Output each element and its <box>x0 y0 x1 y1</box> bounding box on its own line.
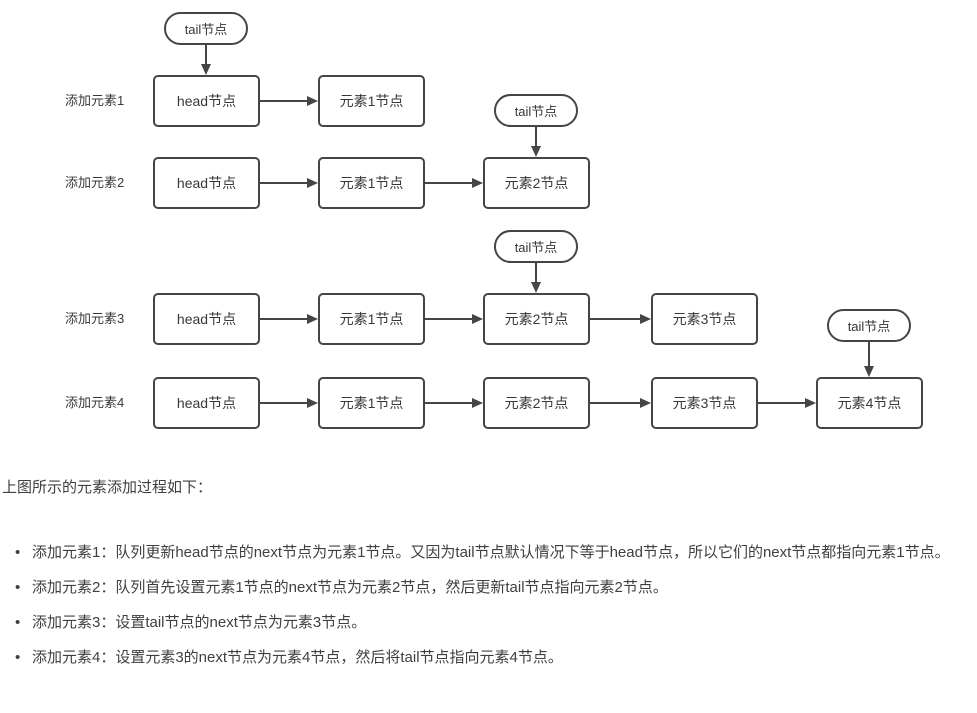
arrow-right-icon <box>590 314 651 324</box>
arrow-right-icon <box>424 398 483 408</box>
tail-pill-row1: tail节点 <box>164 12 248 45</box>
arrow-right-icon <box>424 314 483 324</box>
node-element3-row3: 元素3节点 <box>651 293 758 345</box>
node-element3-row4: 元素3节点 <box>651 377 758 429</box>
node-element2-row2: 元素2节点 <box>483 157 590 209</box>
arrow-right-icon <box>260 96 318 106</box>
intro-text: 上图所示的元素添加过程如下： <box>2 479 213 496</box>
bullet-list: 添加元素1：队列更新head节点的next节点为元素1节点。又因为tail节点默… <box>15 540 975 671</box>
node-element1-row2: 元素1节点 <box>318 157 425 209</box>
bullet-item-add-element-2: 添加元素2：队列首先设置元素1节点的next节点为元素2节点，然后更新tail节… <box>15 575 975 601</box>
bullet-item-add-element-1: 添加元素1：队列更新head节点的next节点为元素1节点。又因为tail节点默… <box>15 540 975 566</box>
node-element1-row4: 元素1节点 <box>318 377 425 429</box>
tail-pill-row3: tail节点 <box>494 230 578 263</box>
node-element1-row1: 元素1节点 <box>318 75 425 127</box>
row-label-add-element-4: 添加元素4 <box>65 395 125 410</box>
arrow-right-icon <box>260 178 318 188</box>
arrow-down-icon <box>531 263 541 293</box>
arrow-down-icon <box>531 127 541 157</box>
tail-pill-row2: tail节点 <box>494 94 578 127</box>
arrow-right-icon <box>260 398 318 408</box>
row-label-add-element-1: 添加元素1 <box>65 93 125 108</box>
node-element2-row4: 元素2节点 <box>483 377 590 429</box>
node-head-row4: head节点 <box>153 377 260 429</box>
node-element2-row3: 元素2节点 <box>483 293 590 345</box>
node-head-row3: head节点 <box>153 293 260 345</box>
description-section: 上图所示的元素添加过程如下： 添加元素1：队列更新head节点的next节点为元… <box>2 478 975 680</box>
bullet-item-add-element-4: 添加元素4：设置元素3的next节点为元素4节点，然后将tail节点指向元素4节… <box>15 645 975 671</box>
node-element4-row4: 元素4节点 <box>816 377 923 429</box>
arrow-right-icon <box>260 314 318 324</box>
node-element1-row3: 元素1节点 <box>318 293 425 345</box>
arrow-right-icon <box>424 178 483 188</box>
node-head-row2: head节点 <box>153 157 260 209</box>
tail-pill-row4: tail节点 <box>827 309 911 342</box>
arrow-down-icon <box>201 45 211 75</box>
node-head-row1: head节点 <box>153 75 260 127</box>
row-label-add-element-2: 添加元素2 <box>65 175 125 190</box>
arrow-right-icon <box>757 398 816 408</box>
bullet-item-add-element-3: 添加元素3：设置tail节点的next节点为元素3节点。 <box>15 610 975 636</box>
row-label-add-element-3: 添加元素3 <box>65 311 125 326</box>
arrow-right-icon <box>590 398 651 408</box>
arrow-down-icon <box>864 342 874 377</box>
